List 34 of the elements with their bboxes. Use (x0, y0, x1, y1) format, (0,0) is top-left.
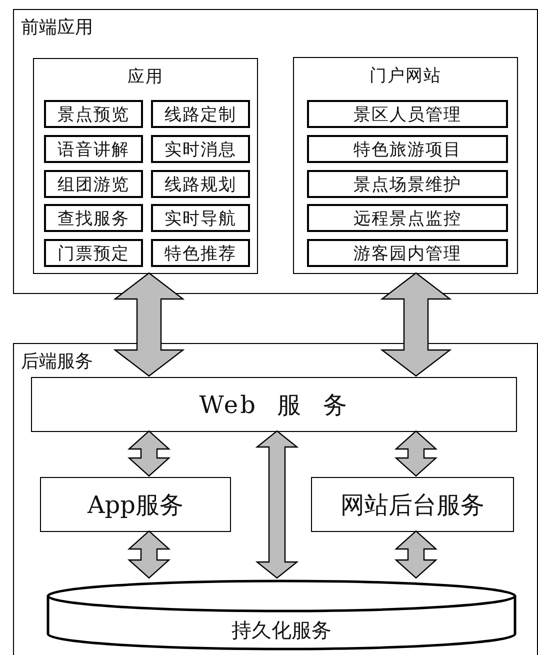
feature-box: 查找服务 (44, 204, 143, 232)
feature-box: 特色推荐 (151, 239, 250, 267)
feature-box: 线路定制 (151, 100, 250, 128)
feature-box: 实时消息 (151, 135, 250, 163)
block-arrow (127, 530, 171, 579)
feature-box: 游客园内管理 (307, 239, 508, 267)
cylinder-label: 持久化服务 (230, 617, 332, 644)
feature-box: 景点预览 (44, 100, 143, 128)
feature-box: 实时导航 (151, 204, 250, 232)
block-arrow (394, 530, 438, 579)
feature-box: 语音讲解 (44, 135, 143, 163)
block-arrow (113, 272, 185, 377)
group-frame (13, 9, 538, 294)
panel-heading: 应用 (126, 66, 164, 88)
feature-box: 景区人员管理 (307, 100, 508, 128)
group-frame (13, 343, 538, 655)
feature-box: 组团游览 (44, 170, 143, 198)
block-arrow (380, 272, 452, 377)
block-arrow (255, 430, 299, 579)
service-box: App服务 (40, 477, 231, 532)
block-arrow (394, 430, 438, 477)
service-box: Web 服 务 (31, 377, 517, 432)
feature-box: 景点场景维护 (307, 170, 508, 198)
feature-box: 远程景点监控 (307, 204, 508, 232)
panel-box (33, 58, 258, 274)
panel-heading: 门户网站 (368, 65, 442, 87)
feature-box: 线路规划 (151, 170, 250, 198)
panel-heading: 后端服务 (21, 350, 93, 373)
feature-box: 特色旅游项目 (307, 135, 508, 163)
panel-heading: 前端应用 (21, 16, 93, 39)
feature-box: 门票预定 (44, 239, 143, 267)
service-box: 网站后台服务 (311, 477, 514, 532)
panel-box (293, 57, 518, 274)
block-arrow (127, 430, 171, 477)
